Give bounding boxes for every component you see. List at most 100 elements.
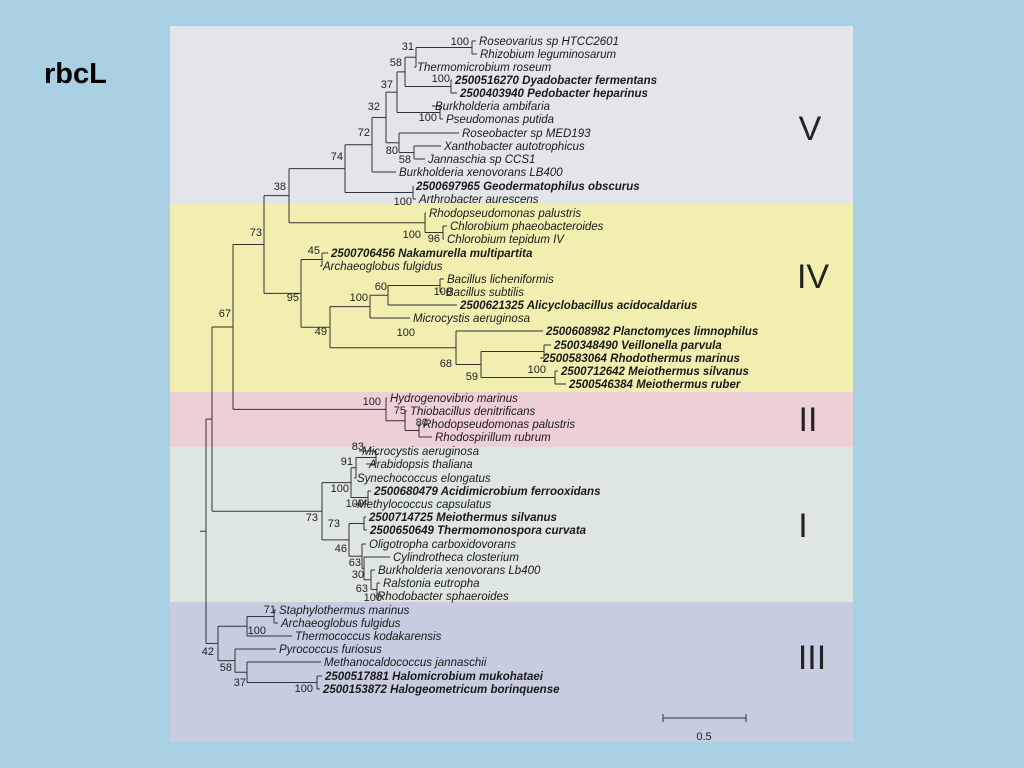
group-label-iii: III xyxy=(798,639,826,677)
bootstrap-value: 91 xyxy=(341,456,353,468)
bootstrap-value: 42 xyxy=(202,646,214,658)
leaf-label: Microcystis aeruginosa xyxy=(362,446,479,458)
bootstrap-value: 71 xyxy=(264,604,276,616)
group-label-v: V xyxy=(799,110,822,148)
leaf-label: Thermococcus kodakarensis xyxy=(295,631,442,643)
bootstrap-value: 100 xyxy=(394,196,412,208)
leaf-label: 2500706456 Nakamurella multipartita xyxy=(330,248,533,260)
leaf-label: Staphylothermus marinus xyxy=(279,605,410,617)
bootstrap-value: 49 xyxy=(315,326,327,338)
bootstrap-value: 100 xyxy=(434,286,452,298)
bootstrap-value: 100 xyxy=(397,327,415,339)
bootstrap-value: 60 xyxy=(375,281,387,293)
leaf-label: 2500517881 Halomicrobium mukohataei xyxy=(324,671,544,683)
leaf-label: Pyrococcus furiosus xyxy=(279,644,382,656)
bootstrap-value: 45 xyxy=(308,245,320,257)
leaf-label: Roseobacter sp MED193 xyxy=(462,128,591,140)
leaf-label: Synechococcus elongatus xyxy=(357,473,491,485)
group-band-ii xyxy=(170,392,853,447)
leaf-label: Roseovarius sp HTCC2601 xyxy=(479,36,619,48)
leaf-label: 2500153872 Halogeometricum borinquense xyxy=(322,684,560,696)
bootstrap-value: 58 xyxy=(220,662,232,674)
bootstrap-value: 38 xyxy=(274,181,286,193)
bootstrap-value: 37 xyxy=(381,79,393,91)
bootstrap-value: 100 xyxy=(403,229,421,241)
leaf-label: Burkholderia ambifaria xyxy=(435,101,550,113)
bootstrap-value: 100 xyxy=(419,112,437,124)
scale-bar-label: 0.5 xyxy=(696,731,711,742)
bootstrap-value: 30 xyxy=(352,569,364,581)
leaf-label: Ralstonia eutropha xyxy=(383,578,480,590)
bootstrap-value: 80 xyxy=(386,145,398,157)
bootstrap-value: 63 xyxy=(356,583,368,595)
leaf-label: Archaeoglobus fulgidus xyxy=(280,618,401,630)
leaf-label: 2500680479 Acidimicrobium ferrooxidans xyxy=(373,486,600,498)
bootstrap-value: 73 xyxy=(328,518,340,530)
leaf-label: 2500403940 Pedobacter heparinus xyxy=(459,88,648,100)
bootstrap-value: 67 xyxy=(219,308,231,320)
bootstrap-value: 100 xyxy=(350,292,368,304)
group-label-ii: II xyxy=(799,401,818,439)
bootstrap-value: 100 xyxy=(364,592,382,604)
leaf-label: Arabidopsis thaliana xyxy=(368,459,473,471)
group-band-i xyxy=(170,447,853,602)
leaf-label: Chlorobium phaeobacteroides xyxy=(450,221,604,233)
leaf-label: Thiobacillus denitrificans xyxy=(410,406,536,418)
group-label-iv: IV xyxy=(797,258,829,296)
bootstrap-value: 80 xyxy=(416,417,428,429)
group-band-iv xyxy=(170,204,853,392)
group-band-v xyxy=(170,26,853,204)
leaf-label: Archaeoglobus fulgidus xyxy=(322,261,443,273)
leaf-label: 2500714725 Meiothermus silvanus xyxy=(368,512,557,524)
leaf-label: Burkholderia xenovorans Lb400 xyxy=(378,565,541,577)
leaf-label: 2500621325 Alicyclobacillus acidocaldari… xyxy=(459,300,697,312)
bootstrap-value: 95 xyxy=(287,292,299,304)
bootstrap-value: 73 xyxy=(250,227,262,239)
bootstrap-value: 37 xyxy=(234,677,246,689)
leaf-label: Pseudomonas putida xyxy=(446,114,554,126)
bootstrap-value: 59 xyxy=(466,371,478,383)
leaf-label: 2500697965 Geodermatophilus obscurus xyxy=(415,181,640,193)
bootstrap-value: 32 xyxy=(368,101,380,113)
leaf-label: 2500712642 Meiothermus silvanus xyxy=(560,366,749,378)
leaf-label: Rhodopseudomonas palustris xyxy=(429,208,581,220)
leaf-label: 2500546384 Meiothermus ruber xyxy=(568,379,741,391)
bootstrap-value: 100 xyxy=(346,498,364,510)
leaf-label: Chlorobium tepidum IV xyxy=(447,234,565,246)
bootstrap-value: 58 xyxy=(399,154,411,166)
bootstrap-value: 74 xyxy=(331,151,343,163)
leaf-label: 2500516270 Dyadobacter fermentans xyxy=(454,75,657,87)
bootstrap-value: 63 xyxy=(349,557,361,569)
bootstrap-value: 58 xyxy=(390,57,402,69)
leaf-label: Oligotropha carboxidovorans xyxy=(369,539,516,551)
bootstrap-value: 75 xyxy=(394,405,406,417)
bootstrap-value: 31 xyxy=(402,41,414,53)
leaf-label: 2500608982 Planctomyces limnophilus xyxy=(545,326,758,338)
bootstrap-value: 100 xyxy=(331,483,349,495)
bootstrap-value: 73 xyxy=(306,512,318,524)
leaf-label: Bacillus subtilis xyxy=(446,287,524,299)
leaf-label: Rhizobium leguminosarum xyxy=(480,49,617,61)
leaf-label: Bacillus licheniformis xyxy=(447,274,554,286)
leaf-label: Rhodospirillum rubrum xyxy=(435,432,551,444)
bootstrap-value: 100 xyxy=(432,73,450,85)
leaf-label: Arthrobacter aurescens xyxy=(418,194,539,206)
leaf-label: Microcystis aeruginosa xyxy=(413,313,530,325)
bootstrap-value: 100 xyxy=(295,683,313,695)
leaf-label: Rhodopseudomonas palustris xyxy=(423,419,575,431)
bootstrap-value: 72 xyxy=(358,127,370,139)
leaf-label: Thermomicrobium roseum xyxy=(417,62,552,74)
leaf-label: Methylococcus capsulatus xyxy=(357,499,491,511)
bootstrap-value: 46 xyxy=(335,543,347,555)
bootstrap-value: 100 xyxy=(248,625,266,637)
leaf-label: 2500348490 Veillonella parvula xyxy=(553,340,722,352)
bootstrap-value: 100 xyxy=(363,396,381,408)
group-label-i: I xyxy=(798,507,807,545)
leaf-label: Hydrogenovibrio marinus xyxy=(390,393,518,405)
leaf-label: Rhodobacter sphaeroides xyxy=(377,591,509,603)
leaf-label: 2500583064 Rhodothermus marinus xyxy=(542,353,740,365)
leaf-label: Xanthobacter autotrophicus xyxy=(443,141,585,153)
bootstrap-value: 96 xyxy=(428,233,440,245)
